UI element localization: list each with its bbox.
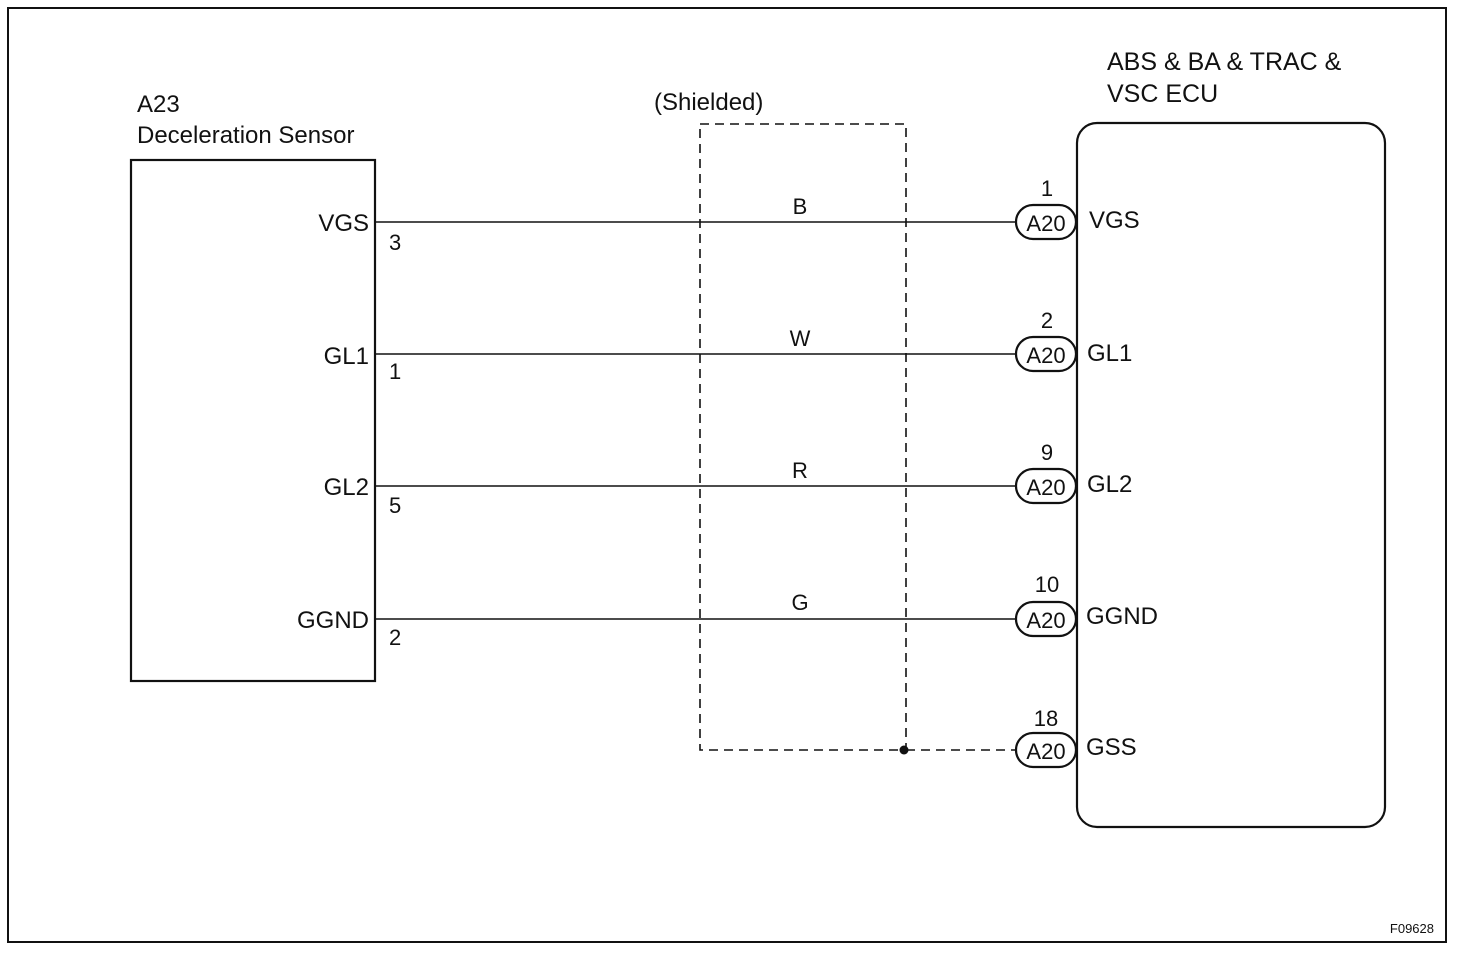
ecu-pin-label: GGND <box>1086 603 1158 630</box>
ecu-pin-label: GL1 <box>1087 340 1132 367</box>
ecu-pin-number: 18 <box>1034 706 1058 731</box>
circuit-row-gss: A20 18 GSS <box>1014 706 1137 769</box>
circuit-row-ggnd: GGND 2 G A20 10 GGND <box>297 572 1158 650</box>
ecu-title-line2: VSC ECU <box>1107 80 1218 108</box>
connector-code: A20 <box>1026 211 1065 236</box>
sensor-pin-number: 1 <box>389 359 401 384</box>
circuit-row-vgs: VGS 3 B A20 1 VGS <box>318 176 1139 255</box>
ecu-pin-number: 2 <box>1041 308 1053 333</box>
sensor-pin-label: GL1 <box>324 343 369 370</box>
connector-oval <box>1014 203 1078 241</box>
wire-color-label: B <box>793 194 808 219</box>
sensor-pin-label: GL2 <box>324 474 369 501</box>
sensor-name: Deceleration Sensor <box>137 122 354 149</box>
sensor-pin-number: 5 <box>389 493 401 518</box>
shield-junction-dot <box>899 745 909 755</box>
ecu-box <box>1075 121 1387 829</box>
connector-code: A20 <box>1026 343 1065 368</box>
connector-oval <box>1014 600 1078 638</box>
figure-code: F09628 <box>1390 921 1434 936</box>
sensor-pin-number: 2 <box>389 625 401 650</box>
connector-code: A20 <box>1026 739 1065 764</box>
ecu-pin-label: GL2 <box>1087 471 1132 498</box>
sensor-box <box>129 158 377 683</box>
ecu-title-line1: ABS & BA & TRAC & <box>1107 48 1342 76</box>
wire-color-label: W <box>790 326 811 351</box>
connector-code: A20 <box>1026 475 1065 500</box>
sensor-code: A23 <box>137 91 180 118</box>
sensor-pin-label: GGND <box>297 607 369 634</box>
ecu-pin-label: VGS <box>1089 207 1140 234</box>
ecu-pin-number: 9 <box>1041 440 1053 465</box>
sensor-pin-number: 3 <box>389 230 401 255</box>
circuit-row-gl2: GL2 5 R A20 9 GL2 <box>324 440 1133 518</box>
ecu-pin-number: 10 <box>1035 572 1059 597</box>
connector-oval <box>1014 731 1078 769</box>
circuit-row-gl1: GL1 1 W A20 2 GL1 <box>324 308 1133 384</box>
wire-color-label: R <box>792 458 808 483</box>
shield-label: (Shielded) <box>654 89 763 116</box>
connector-oval <box>1014 467 1078 505</box>
diagram-frame <box>7 7 1447 943</box>
connector-code: A20 <box>1026 608 1065 633</box>
sensor-pin-label: VGS <box>318 210 369 237</box>
wire-color-label: G <box>791 590 808 615</box>
ecu-pin-number: 1 <box>1041 176 1053 201</box>
ecu-pin-label: GSS <box>1086 734 1137 761</box>
connector-oval <box>1014 335 1078 373</box>
